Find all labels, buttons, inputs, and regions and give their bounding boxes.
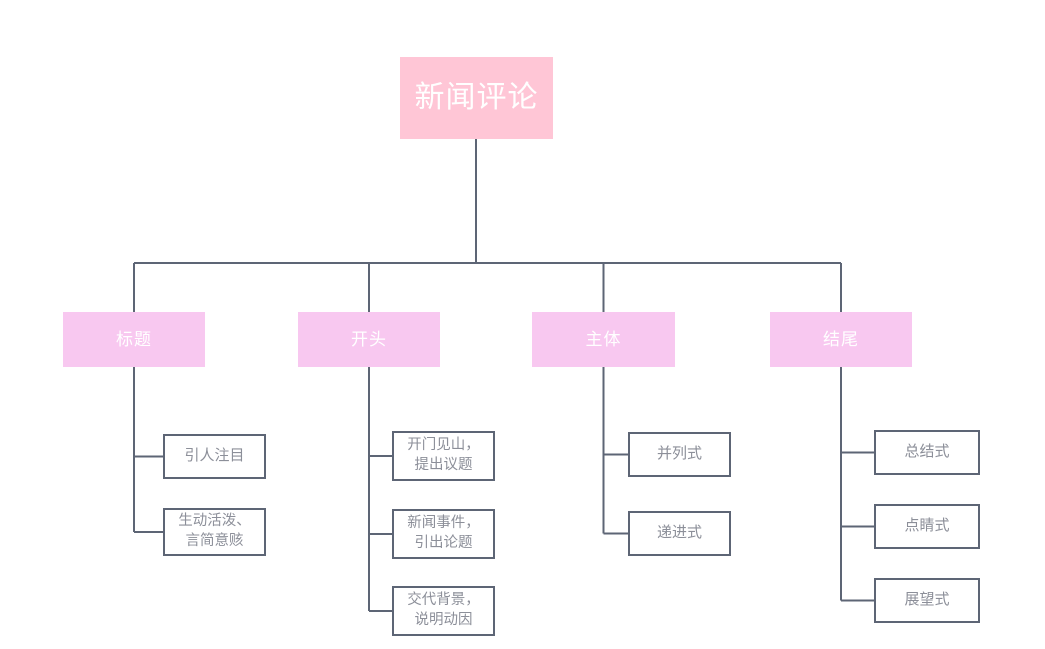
leaf-node-kaitou-3[interactable]: 交代背景， 说明动因	[392, 586, 495, 636]
leaf-node-jiewei-3[interactable]: 展望式	[874, 578, 980, 623]
leaf-node-jiewei-1[interactable]: 总结式	[874, 430, 980, 475]
leaf-node-jiewei-2[interactable]: 点睛式	[874, 504, 980, 549]
branch-node-biaoti[interactable]: 标题	[63, 312, 205, 367]
root-node[interactable]: 新闻评论	[400, 57, 553, 139]
leaf-node-biaoti-1[interactable]: 引人注目	[163, 434, 266, 479]
branch-node-kaitou[interactable]: 开头	[298, 312, 440, 367]
leaf-node-kaitou-2[interactable]: 新闻事件， 引出论题	[392, 509, 495, 559]
branch-node-zhuti[interactable]: 主体	[532, 312, 675, 367]
leaf-node-biaoti-2[interactable]: 生动活泼、 言简意赅	[163, 508, 266, 556]
leaf-node-kaitou-1[interactable]: 开门见山， 提出议题	[392, 431, 495, 481]
leaf-node-zhuti-1[interactable]: 并列式	[628, 432, 731, 477]
branch-node-jiewei[interactable]: 结尾	[770, 312, 912, 367]
leaf-node-zhuti-2[interactable]: 递进式	[628, 511, 731, 556]
